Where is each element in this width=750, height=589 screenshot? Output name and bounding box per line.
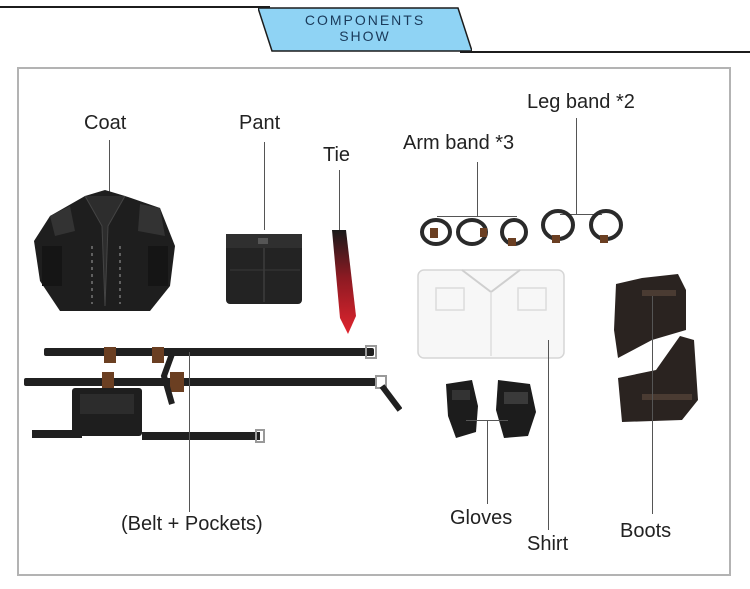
pointer-coat bbox=[109, 140, 110, 212]
coat-image bbox=[34, 190, 175, 311]
arm-band-image bbox=[420, 218, 528, 246]
pointer-pant bbox=[264, 142, 265, 230]
pointer-belt bbox=[189, 352, 190, 512]
pointer-arm-band-branch bbox=[437, 216, 517, 217]
pant-image bbox=[226, 234, 302, 304]
pointer-gloves-branch bbox=[466, 420, 508, 421]
pointer-leg-band bbox=[576, 118, 577, 214]
gloves-image bbox=[446, 380, 536, 438]
label-shirt: Shirt bbox=[527, 533, 569, 555]
pointer-boots bbox=[652, 296, 653, 514]
boots-image bbox=[614, 274, 698, 422]
pointer-tie bbox=[339, 170, 340, 232]
label-pant: Pant bbox=[239, 112, 281, 134]
label-boots: Boots bbox=[620, 520, 672, 542]
tie-image bbox=[332, 230, 356, 334]
label-coat: Coat bbox=[84, 112, 127, 134]
header-title: COMPONENTS SHOW bbox=[258, 12, 472, 44]
pointer-leg-band-branch bbox=[560, 214, 602, 215]
leg-band-image bbox=[541, 209, 623, 243]
label-arm-band: Arm band *3 bbox=[403, 132, 515, 154]
header-title-line1: COMPONENTS bbox=[304, 12, 426, 28]
header-title-line2: SHOW bbox=[339, 28, 391, 44]
components-frame bbox=[17, 67, 731, 576]
header-rule-right bbox=[460, 51, 750, 53]
pointer-shirt bbox=[548, 340, 549, 530]
pointer-gloves bbox=[487, 420, 488, 504]
label-tie: Tie bbox=[323, 144, 351, 166]
header-tab: COMPONENTS SHOW bbox=[258, 6, 472, 53]
label-leg-band: Leg band *2 bbox=[527, 91, 635, 113]
belt-image bbox=[24, 345, 402, 443]
header-rule-left bbox=[0, 6, 270, 8]
shirt-image bbox=[417, 269, 565, 359]
label-gloves: Gloves bbox=[450, 507, 513, 529]
label-belt-pockets: (Belt + Pockets) bbox=[121, 513, 263, 535]
pointer-arm-band bbox=[477, 162, 478, 216]
